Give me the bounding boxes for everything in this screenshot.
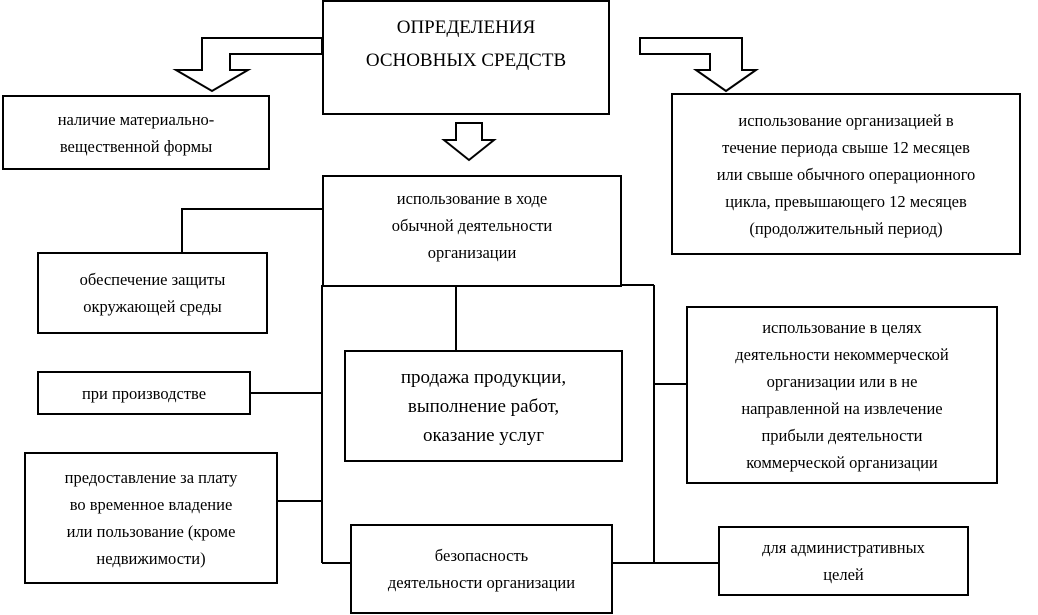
- node-rental-text: предоставление за плату во временное вла…: [64, 468, 238, 568]
- node-period-text: использование организацией в течение пер…: [716, 110, 976, 238]
- node-rental: предоставление за плату во временное вла…: [24, 452, 278, 584]
- title-box: ОПРЕДЕЛЕНИЯ ОСНОВНЫХ СРЕДСТВ: [322, 0, 610, 115]
- node-environment: обеспечение защиты окружающей среды: [37, 252, 268, 334]
- node-nonprofit: использование в целях деятельности неком…: [686, 306, 998, 484]
- arrow-down: [441, 122, 497, 162]
- title-line-2: ОСНОВНЫХ СРЕДСТВ: [365, 50, 567, 71]
- node-production: при производстве: [37, 371, 251, 415]
- node-material-form-text: наличие материально- вещественной формы: [57, 109, 215, 156]
- node-ordinary-activity: использование в ходе обычной деятельност…: [322, 175, 622, 287]
- node-environment-text: обеспечение защиты окружающей среды: [79, 270, 226, 316]
- node-nonprofit-text: использование в целях деятельности неком…: [735, 318, 949, 472]
- node-material-form: наличие материально- вещественной формы: [2, 95, 270, 170]
- node-sales-text: продажа продукции, выполнение работ, ока…: [400, 366, 567, 446]
- title-line-1: ОПРЕДЕЛЕНИЯ: [396, 17, 536, 38]
- node-admin: для административных целей: [718, 526, 969, 596]
- node-sales: продажа продукции, выполнение работ, ока…: [344, 350, 623, 462]
- node-production-text: при производстве: [81, 383, 207, 403]
- node-ordinary-activity-text: использование в ходе обычной деятельност…: [391, 189, 553, 262]
- node-admin-text: для административных целей: [762, 538, 925, 584]
- node-period: использование организацией в течение пер…: [671, 93, 1021, 255]
- line-activity-to-environment: [181, 208, 322, 252]
- node-safety: безопасность деятельности организации: [350, 524, 613, 614]
- node-safety-text: безопасность деятельности организации: [387, 546, 576, 592]
- arrow-right: [639, 37, 760, 93]
- arrow-left: [172, 37, 323, 93]
